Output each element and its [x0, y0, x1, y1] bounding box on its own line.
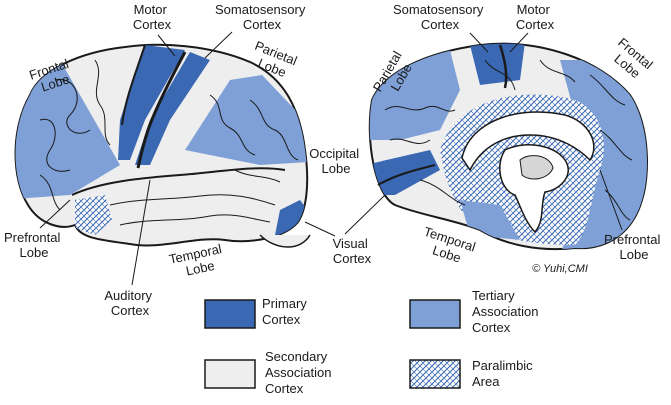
- visual-cortex-label-1: Visual: [333, 236, 368, 251]
- right-somatosensory-label-2: Cortex: [421, 17, 460, 32]
- left-gyri-lines: [39, 59, 299, 226]
- left-motor-pointer: [157, 34, 176, 57]
- legend-paralimbic-label-1: Paralimbic: [472, 358, 533, 373]
- right-somatosensory-pointer: [469, 32, 489, 53]
- left-paralimbic-region: [75, 195, 112, 235]
- left-prefrontal-lobe-label-2: Lobe: [20, 245, 49, 260]
- svg-text:Tertiary Association: Tertiary Association Cortex: [472, 288, 542, 335]
- center-labels: Visual Cortex: [304, 194, 386, 266]
- left-somatosensory-label-1: Somatosensory: [215, 2, 306, 17]
- left-prefrontal-tertiary-region: [15, 60, 120, 200]
- svg-text:Somatosensory Cortex: Somatosensory Cortex: [215, 2, 309, 32]
- left-central-sulcus: [136, 51, 187, 169]
- right-thalamus: [519, 155, 554, 180]
- legend-paralimbic-swatch: [409, 359, 461, 389]
- svg-text:Prefrontal Lobe: Prefrontal Lobe: [4, 230, 64, 260]
- visual-pointer-right: [344, 194, 386, 235]
- copyright-signature: © Yuhi,CMI: [532, 263, 588, 275]
- left-labels: Frontal Lobe Motor Cortex Somatosensory …: [4, 2, 362, 318]
- right-central-sulcus: [498, 44, 508, 89]
- visual-pointer-left: [304, 221, 336, 237]
- legend-tertiary-swatch: [409, 299, 461, 329]
- right-medial-brain: [368, 42, 648, 251]
- left-auditory-cortex-label-1: Auditory: [104, 288, 152, 303]
- right-gyri-lines: [384, 59, 633, 221]
- right-corpus-callosum: [461, 111, 595, 172]
- left-somatosensory-label-2: Cortex: [243, 17, 282, 32]
- right-prefrontal-lobe-label-2: Lobe: [620, 247, 649, 262]
- left-prefrontal-lobe-label-1: Prefrontal: [4, 230, 60, 245]
- left-motor-cortex-label-2: Cortex: [133, 17, 172, 32]
- legend-primary-label-1: Primary: [262, 296, 307, 311]
- left-precentral-sulcus: [121, 44, 146, 126]
- left-parietal-tertiary-region: [185, 75, 308, 165]
- legend-tertiary-label-3: Cortex: [472, 320, 511, 335]
- legend-paralimbic-label-2: Area: [472, 374, 500, 389]
- left-auditory-pointer: [131, 179, 151, 286]
- right-visual-cortex-region: [369, 150, 440, 195]
- svg-text:Auditory Cortex: Auditory Cortex: [104, 288, 155, 318]
- right-motor-pointer: [509, 32, 529, 53]
- svg-text:Motor Cortex: Motor Cortex: [516, 2, 555, 32]
- legend-secondary-swatch: [204, 359, 256, 389]
- svg-text:Occipital Lobe: Occipital Lobe: [309, 146, 362, 176]
- left-temporal-lobe-label-2: Lobe: [184, 258, 215, 279]
- svg-text:Primary Cortex: Primary Cortex: [262, 296, 310, 327]
- svg-text:Visual Cortex: Visual Cortex: [333, 236, 372, 266]
- legend-primary-swatch: [204, 299, 256, 329]
- svg-text:Temporal Lobe: Temporal Lobe: [168, 240, 230, 281]
- svg-text:Motor Cortex: Motor Cortex: [133, 2, 172, 32]
- left-occipital-lobe-label-2: Lobe: [322, 161, 351, 176]
- right-calcarine-sulcus: [377, 164, 436, 186]
- legend-secondary-label-3: Cortex: [265, 381, 304, 396]
- right-prefrontal-lobe-label-1: Prefrontal: [604, 232, 660, 247]
- legend: Primary Cortex Tertiary Association Cort…: [204, 288, 542, 396]
- left-motor-cortex-label-1: Motor: [134, 2, 168, 17]
- left-lateral-brain: [14, 43, 311, 248]
- left-somatosensory-region: [135, 52, 210, 165]
- right-prefrontal-pointer: [599, 169, 623, 231]
- right-motor-cortex-label-2: Cortex: [516, 17, 555, 32]
- legend-secondary-label-1: Secondary: [265, 349, 328, 364]
- right-somato-motor-region: [470, 43, 525, 85]
- legend-secondary-label-2: Association: [265, 365, 331, 380]
- right-somatosensory-label-1: Somatosensory: [393, 2, 484, 17]
- left-occipital-lobe-label-1: Occipital: [309, 146, 359, 161]
- legend-primary-label-2: Cortex: [262, 312, 301, 327]
- left-auditory-cortex-label-2: Cortex: [111, 303, 150, 318]
- right-motor-cortex-label-1: Motor: [517, 2, 551, 17]
- svg-text:Paralimbic Area: Paralimbic Area: [472, 358, 536, 389]
- left-motor-cortex-region: [118, 45, 185, 160]
- svg-text:Secondary Association: Secondary Association Cortex: [265, 349, 335, 396]
- svg-text:Somatosensory Cortex: Somatosensory Cortex: [393, 2, 487, 32]
- legend-tertiary-label-2: Association: [472, 304, 538, 319]
- left-somatosensory-pointer: [204, 31, 233, 59]
- left-sylvian-fissure: [71, 167, 286, 196]
- svg-text:Temporal Lobe: Temporal Lobe: [417, 224, 481, 270]
- left-prefrontal-pointer: [39, 199, 71, 229]
- legend-tertiary-label-1: Tertiary: [472, 288, 515, 303]
- visual-cortex-label-2: Cortex: [333, 251, 372, 266]
- left-cerebellum: [259, 234, 311, 248]
- svg-text:Prefrontal Lobe: Prefrontal Lobe: [604, 232, 664, 262]
